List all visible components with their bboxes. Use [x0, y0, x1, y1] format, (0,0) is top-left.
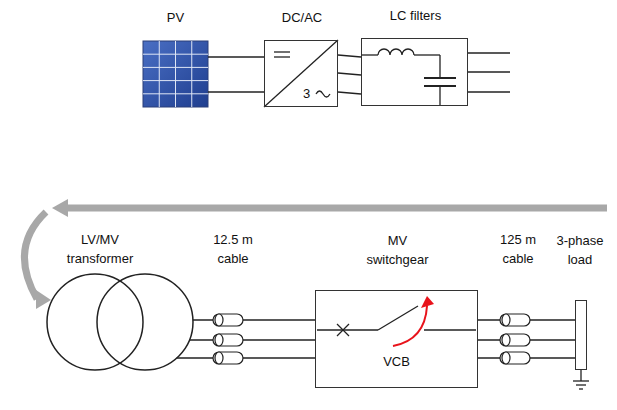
breaker-symbol — [317, 306, 476, 336]
wire — [208, 91, 264, 92]
lc-circuit — [361, 49, 456, 106]
part-label: LV/MV transformer — [58, 230, 142, 268]
part-label: LC filters — [371, 6, 461, 25]
inner-label: VCB — [316, 354, 477, 369]
cable-label: 125 m cable — [492, 230, 544, 268]
pv-cells — [143, 41, 208, 107]
pv-cell-line — [143, 80, 208, 81]
operating-arrow — [393, 296, 434, 346]
filter-box: LC filters — [361, 38, 468, 106]
part-label: DC/AC — [267, 8, 337, 27]
pv-panel — [143, 41, 208, 107]
part-label: 3-phase load — [550, 231, 610, 269]
pv-cell-line — [175, 41, 176, 107]
transformer-node: LV/MV transformer — [47, 274, 193, 370]
cable-symbol — [502, 352, 510, 364]
cable-label: 12.5 m cable — [207, 230, 259, 268]
arrow-head — [52, 199, 68, 217]
connector — [478, 314, 575, 364]
cable-symbol — [215, 314, 223, 326]
wire — [338, 73, 361, 75]
wire — [189, 339, 315, 340]
cable-symbol — [500, 352, 530, 364]
cable-symbol — [502, 334, 510, 346]
pv-cell-line — [143, 54, 208, 55]
cable-symbol — [500, 334, 530, 346]
wire — [338, 55, 361, 57]
cable-symbol — [213, 334, 243, 346]
connector — [208, 57, 264, 92]
converter-box: DC/AC3 — [264, 40, 338, 107]
pv-panel-node: PV — [143, 41, 208, 107]
wire — [468, 71, 510, 72]
wire — [177, 357, 315, 358]
pv-cell-line — [143, 67, 208, 68]
part-label: PV — [146, 8, 206, 27]
cable-symbol — [215, 352, 223, 364]
pv-cell-line — [143, 93, 208, 94]
transformer-symbol — [47, 274, 193, 370]
connector — [177, 314, 315, 364]
wire — [208, 56, 264, 57]
part-label: MV switchgear — [356, 231, 440, 269]
switchgear-box: MV switchgearVCB — [315, 290, 478, 388]
cable-symbol — [215, 334, 223, 346]
pv-cell-line — [159, 41, 160, 107]
wire — [468, 52, 510, 53]
ground-symbol — [573, 370, 589, 389]
cable-symbol — [500, 314, 530, 326]
pv-cell-line — [191, 41, 192, 107]
connector — [338, 55, 361, 94]
cable-symbol — [213, 314, 243, 326]
wire — [468, 91, 510, 92]
arrow-head — [36, 290, 51, 309]
wire — [193, 319, 315, 320]
load-box: 3-phase load — [575, 300, 587, 370]
cable-symbol — [502, 314, 510, 326]
inner-label: 3 — [303, 86, 310, 101]
converter-symbol — [264, 40, 338, 107]
connector — [24, 53, 607, 309]
flow-arrow — [66, 205, 607, 212]
wire — [338, 92, 361, 94]
cable-symbol — [213, 352, 243, 364]
flow-arrow — [24, 212, 46, 299]
